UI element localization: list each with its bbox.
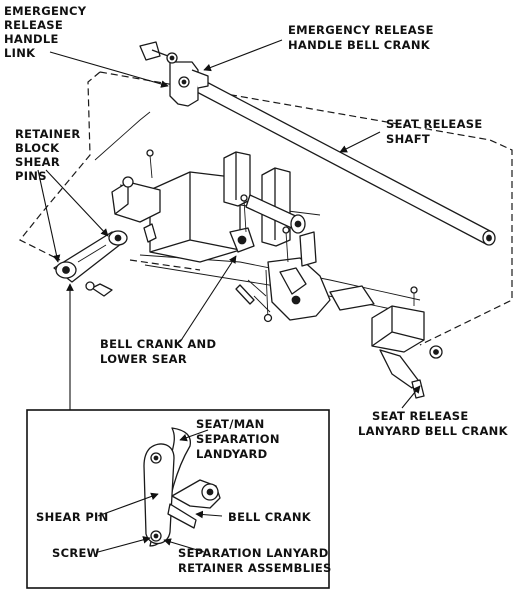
- label-shear-pin: SHEAR PIN: [36, 510, 109, 524]
- label-line: RELEASE: [4, 18, 63, 32]
- main-assembly-drawing: [19, 41, 513, 399]
- label-seat-release-lanyard-bell-crank: SEAT RELEASE LANYARD BELL CRANK: [358, 409, 509, 438]
- bell-crank-lower-sear: [229, 227, 331, 323]
- label-emergency-release-handle-link: EMERGENCY RELEASE HANDLE LINK: [4, 4, 87, 60]
- label-line: RETAINER ASSEMBLIES: [178, 561, 332, 575]
- label-seat-release-shaft: SEAT RELEASE SHAFT: [386, 117, 483, 146]
- label-screw: SCREW: [52, 546, 100, 560]
- emergency-release-handle-bell-crank: [169, 61, 209, 107]
- label-bell-crank: BELL CRANK: [228, 510, 312, 524]
- label-line: SHEAR: [15, 155, 60, 169]
- label-line: PINS: [15, 169, 47, 183]
- detail-inset: [26, 409, 330, 589]
- retainer-block: [53, 230, 128, 297]
- label-line: BELL CRANK AND: [100, 337, 216, 351]
- label-line: EMERGENCY: [4, 4, 87, 18]
- label-line: LANYARD BELL CRANK: [358, 424, 509, 438]
- seat-release-lanyard-bell-crank: [329, 285, 443, 399]
- label-line: SEAT RELEASE: [386, 117, 483, 131]
- release-cylinder: [245, 194, 306, 234]
- label-bell-crank-and-lower-sear: BELL CRANK AND LOWER SEAR: [100, 337, 216, 366]
- label-retainer-block-shear-pins: RETAINER BLOCK SHEAR PINS: [15, 127, 81, 183]
- label-line: SEAT RELEASE: [372, 409, 469, 423]
- label-line: BLOCK: [15, 141, 60, 155]
- label-seat-man-separation-landyard: SEAT/MAN SEPARATION LANDYARD: [196, 417, 280, 461]
- central-housing: [149, 151, 291, 263]
- mounting-plate-outline: [19, 71, 513, 346]
- label-line: SEPARATION: [196, 432, 280, 446]
- emergency-release-handle-link: [139, 41, 178, 64]
- label-line: SEPARATION LANYARD: [178, 546, 329, 560]
- label-line: HANDLE BELL CRANK: [288, 38, 431, 52]
- leader-lines: [37, 39, 421, 410]
- label-line: EMERGENCY RELEASE: [288, 23, 434, 37]
- left-bracket: [111, 176, 161, 243]
- label-line: SEAT/MAN: [196, 417, 265, 431]
- label-line: HANDLE: [4, 32, 59, 46]
- label-line: RETAINER: [15, 127, 81, 141]
- label-line: LANDYARD: [196, 447, 268, 461]
- detail-retainer-assembly: [143, 427, 221, 547]
- label-separation-lanyard-retainer-assemblies: SEPARATION LANYARD RETAINER ASSEMBLIES: [178, 546, 332, 575]
- label-line: LOWER SEAR: [100, 352, 187, 366]
- label-line: SHAFT: [386, 132, 430, 146]
- label-line: LINK: [4, 46, 36, 60]
- detail-leader-lines: [97, 429, 223, 553]
- label-emergency-release-handle-bell-crank: EMERGENCY RELEASE HANDLE BELL CRANK: [288, 23, 434, 52]
- screws: [146, 149, 290, 313]
